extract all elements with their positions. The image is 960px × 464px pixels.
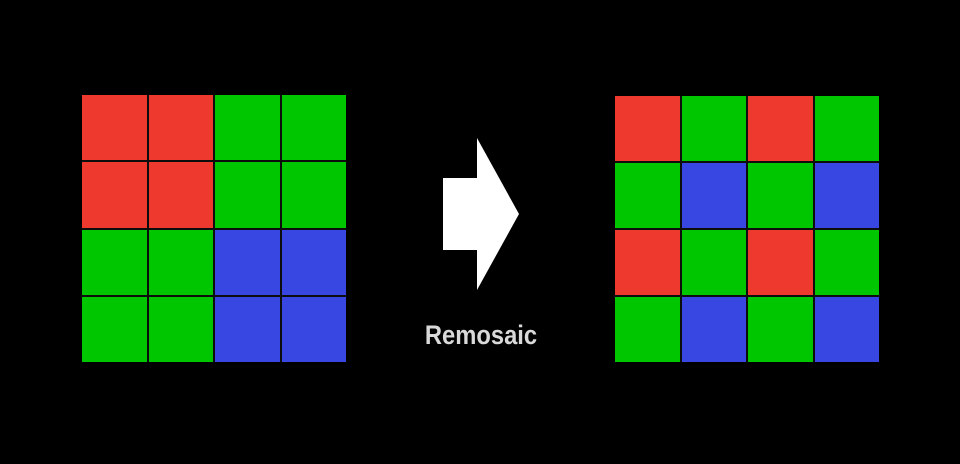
sensor-cell-g <box>814 230 879 295</box>
sensor-cell-g <box>82 296 147 362</box>
sensor-cell-b <box>681 297 746 362</box>
sensor-cell-b <box>814 297 879 362</box>
sensor-cell-r <box>82 162 147 228</box>
sensor-cell-g <box>748 297 813 362</box>
sensor-cell-g <box>281 162 346 228</box>
sensor-cell-r <box>748 96 813 161</box>
sensor-cell-g <box>615 297 680 362</box>
sensor-cell-g <box>215 95 280 161</box>
sensor-cell-b <box>281 296 346 362</box>
sensor-cell-r <box>615 230 680 295</box>
sensor-cell-b <box>215 296 280 362</box>
sensor-cell-g <box>681 96 746 161</box>
remosaic-label: Remosaic <box>424 320 538 350</box>
sensor-cell-b <box>814 163 879 228</box>
bayer-grid <box>615 96 879 362</box>
sensor-cell-r <box>82 95 147 161</box>
sensor-cell-b <box>281 229 346 295</box>
sensor-cell-g <box>148 229 213 295</box>
quad-bayer-grid <box>82 95 346 362</box>
right-arrow-shape <box>443 138 519 290</box>
right-arrow-icon <box>443 138 519 290</box>
sensor-cell-g <box>148 296 213 362</box>
sensor-cell-r <box>148 162 213 228</box>
sensor-cell-g <box>281 95 346 161</box>
sensor-cell-g <box>814 96 879 161</box>
sensor-cell-g <box>748 163 813 228</box>
sensor-cell-r <box>748 230 813 295</box>
sensor-cell-g <box>681 230 746 295</box>
sensor-cell-b <box>215 229 280 295</box>
sensor-cell-g <box>615 163 680 228</box>
sensor-cell-g <box>82 229 147 295</box>
sensor-cell-r <box>148 95 213 161</box>
sensor-cell-g <box>215 162 280 228</box>
sensor-cell-r <box>615 96 680 161</box>
sensor-cell-b <box>681 163 746 228</box>
